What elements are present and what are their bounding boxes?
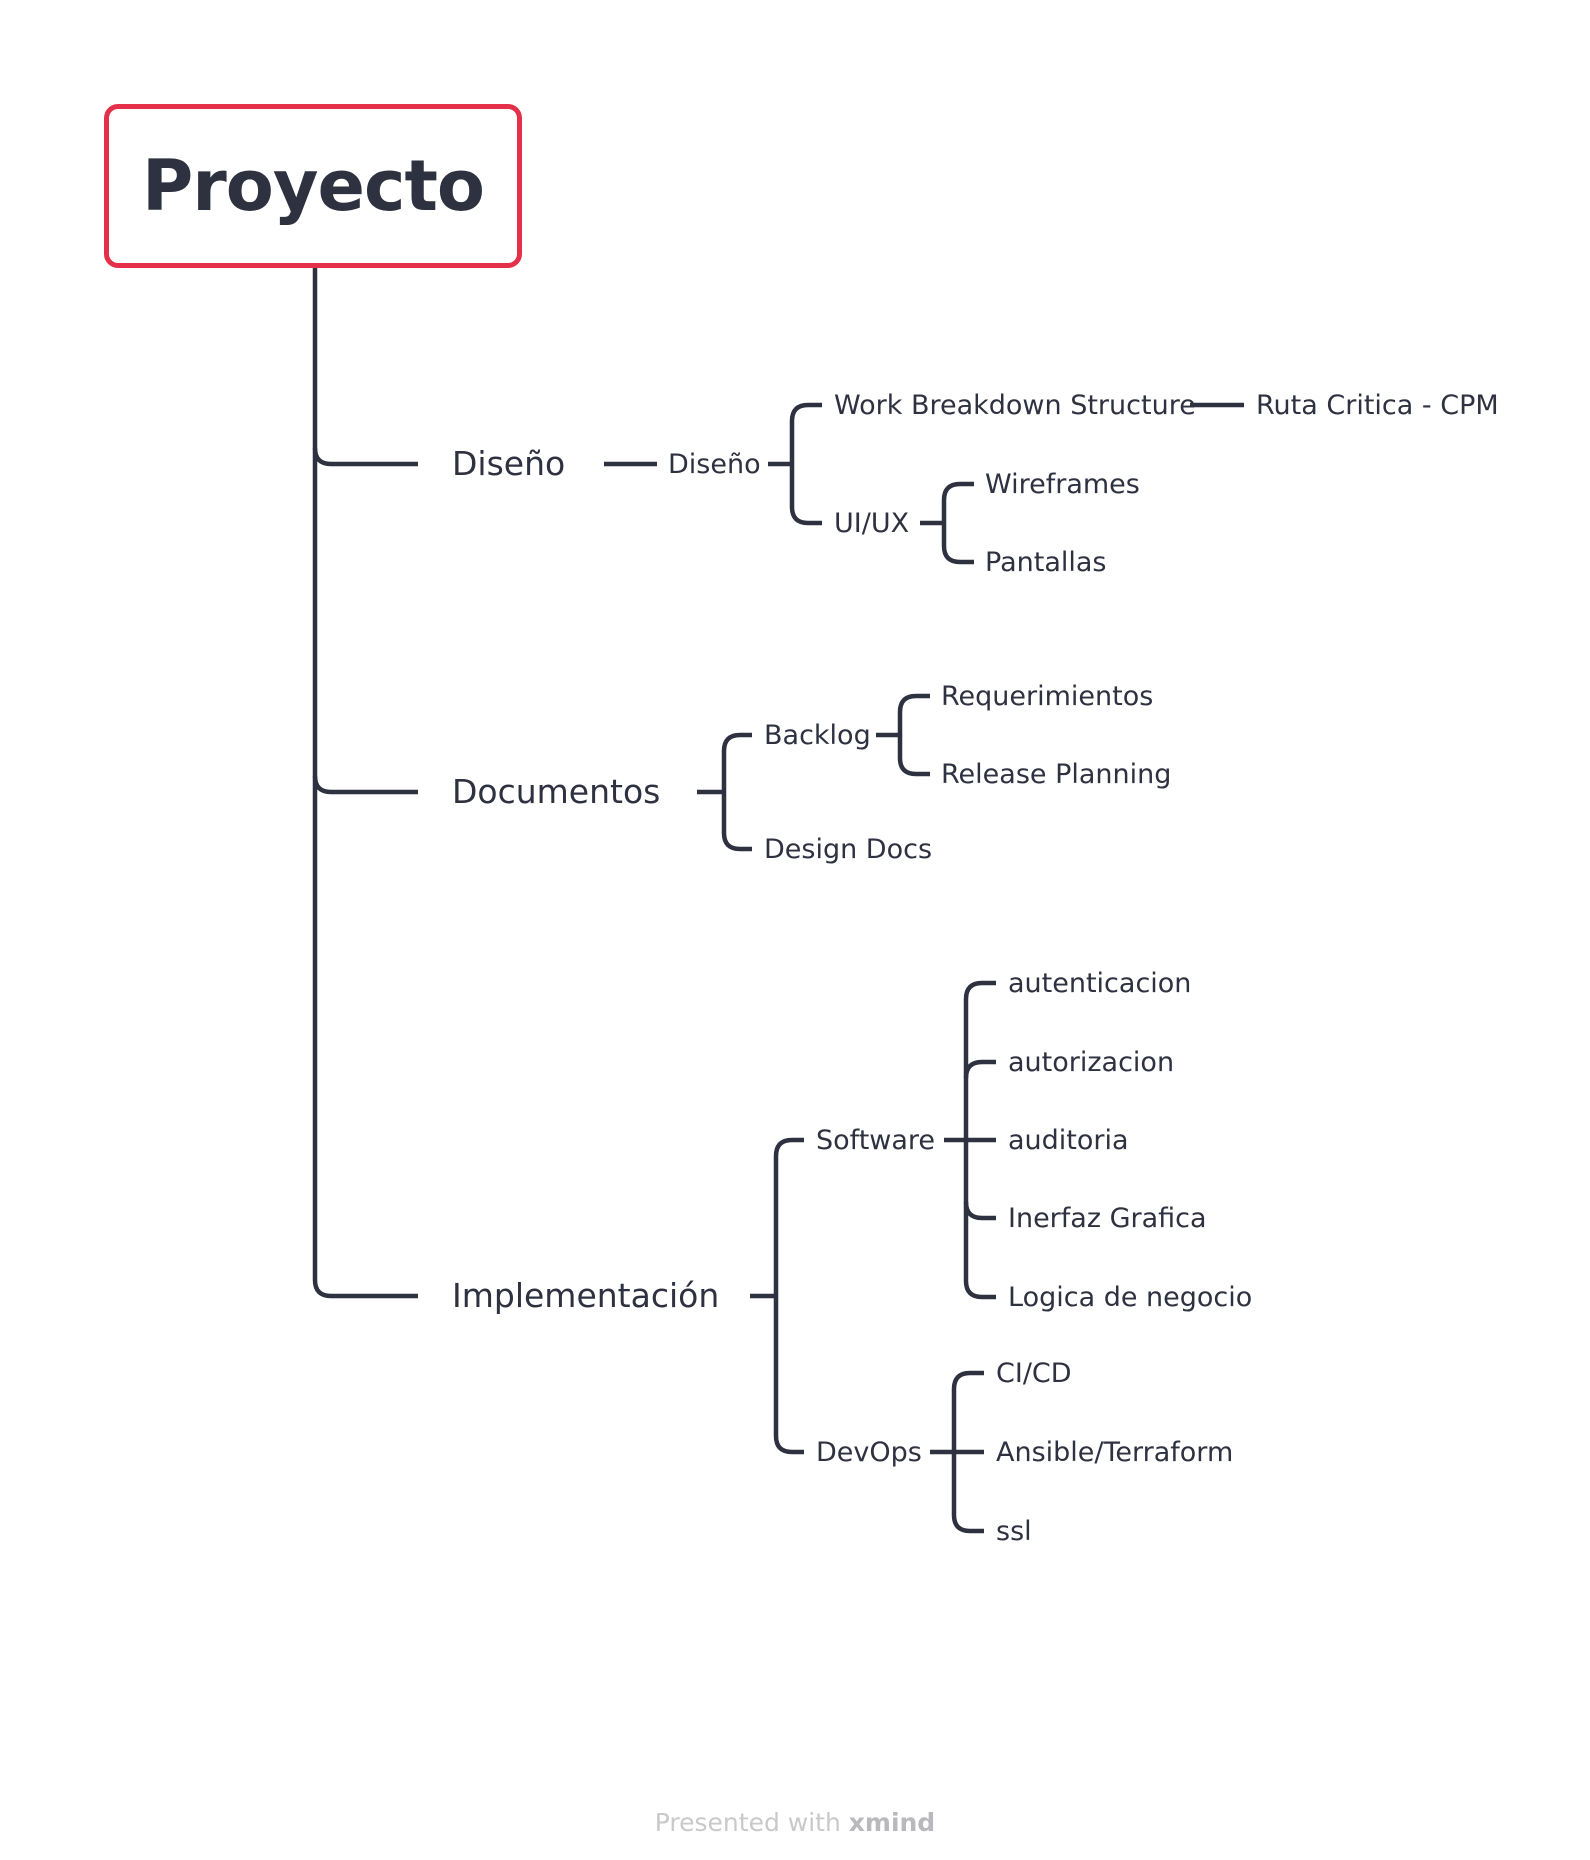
topic-ui-ux[interactable]: UI/UX	[834, 508, 910, 539]
footer-prefix: Presented with	[654, 1808, 841, 1837]
topic-wireframes[interactable]: Wireframes	[985, 469, 1140, 500]
topic-work-breakdown-structure[interactable]: Work Breakdown Structure	[834, 390, 1196, 421]
connector-bracket-software	[963, 980, 996, 1300]
connector-software-autorizacion	[963, 1059, 996, 1079]
root-topic-label: Proyecto	[141, 145, 485, 227]
topic-autenticacion[interactable]: autenticacion	[1008, 968, 1192, 999]
topic-software[interactable]: Software	[816, 1125, 936, 1156]
connector-root-documentos	[312, 448, 418, 795]
topic-devops[interactable]: DevOps	[816, 1437, 922, 1468]
topic-ruta-critica[interactable]: Ruta Critica - CPM	[1256, 390, 1499, 421]
connector-bracket-implementacion	[773, 1137, 804, 1455]
connector-software-inerfaz	[963, 1201, 996, 1221]
topic-inerfaz-grafica[interactable]: Inerfaz Grafica	[1008, 1203, 1207, 1234]
topic-autorizacion[interactable]: autorizacion	[1008, 1047, 1175, 1078]
topic-requerimientos[interactable]: Requerimientos	[941, 681, 1154, 712]
presented-with-footer: Presented with xmind	[0, 1808, 1590, 1837]
topic-backlog[interactable]: Backlog	[764, 720, 871, 751]
topic-design-docs[interactable]: Design Docs	[764, 834, 933, 865]
connector-bracket-diseno-sub	[789, 402, 822, 526]
topic-ssl[interactable]: ssl	[996, 1516, 1032, 1547]
topic-logica-de-negocio[interactable]: Logica de negocio	[1008, 1282, 1253, 1313]
topic-release-planning[interactable]: Release Planning	[941, 759, 1172, 790]
topic-diseno-sub[interactable]: Diseño	[668, 449, 761, 480]
topic-ansible-terraform[interactable]: Ansible/Terraform	[996, 1437, 1234, 1468]
connector-root-diseno	[312, 268, 418, 467]
topic-pantallas[interactable]: Pantallas	[985, 547, 1107, 578]
topic-diseno[interactable]: Diseño	[452, 444, 566, 483]
connector-root-implementacion	[312, 776, 418, 1299]
connector-bracket-documentos	[721, 732, 752, 852]
topic-implementacion[interactable]: Implementación	[452, 1276, 720, 1315]
topic-ci-cd[interactable]: CI/CD	[996, 1358, 1072, 1389]
topic-documentos[interactable]: Documentos	[452, 772, 661, 811]
footer-brand: xmind	[848, 1808, 936, 1837]
connector-bracket-uiux	[941, 481, 974, 565]
connector-bracket-devops	[951, 1370, 984, 1534]
connector-bracket-backlog	[897, 693, 930, 777]
topic-auditoria[interactable]: auditoria	[1008, 1125, 1129, 1156]
root-topic[interactable]: Proyecto	[104, 104, 522, 268]
